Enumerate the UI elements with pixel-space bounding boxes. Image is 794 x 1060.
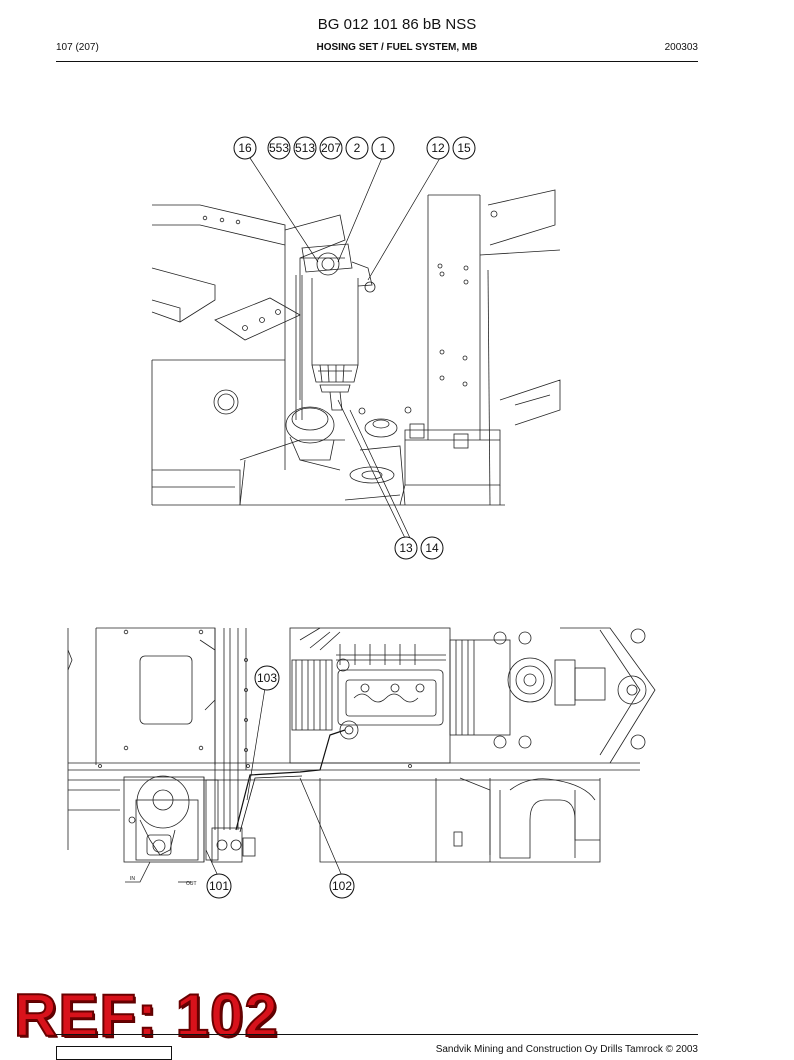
callout-207: 207 [321,141,341,155]
port-label-out: OUT [186,881,197,887]
document-code: 200303 [664,42,698,53]
callout-103: 103 [257,671,277,685]
callout-2: 2 [354,141,361,155]
callout-513: 513 [295,141,315,155]
copyright-text: Sandvik Mining and Construction Oy Drill… [435,1044,698,1055]
callout-101: 101 [209,879,229,893]
callout-1: 1 [380,141,387,155]
document-title: BG 012 101 86 bB NSS [317,16,477,33]
callout-12: 12 [431,141,445,155]
logo [56,1046,172,1060]
callout-102: 102 [332,879,352,893]
figure-fuel-filter-view: 16 553 513 207 2 1 12 15 13 14 [151,136,561,560]
reference-stamp: REF: 102 [13,982,279,1049]
port-label-in: IN [130,876,135,882]
section-title: HOSING SET / FUEL SYSTEM, MB [316,42,478,53]
page-number: 107 (207) [56,42,99,53]
header-rule [56,61,698,62]
callout-13: 13 [399,541,413,555]
callout-14: 14 [425,541,439,555]
callout-15: 15 [457,141,471,155]
footer-rule [56,1034,698,1035]
callout-16: 16 [238,141,252,155]
callout-553: 553 [269,141,289,155]
figure-engine-side-view: 103 101 102 IN OUT [67,627,656,899]
